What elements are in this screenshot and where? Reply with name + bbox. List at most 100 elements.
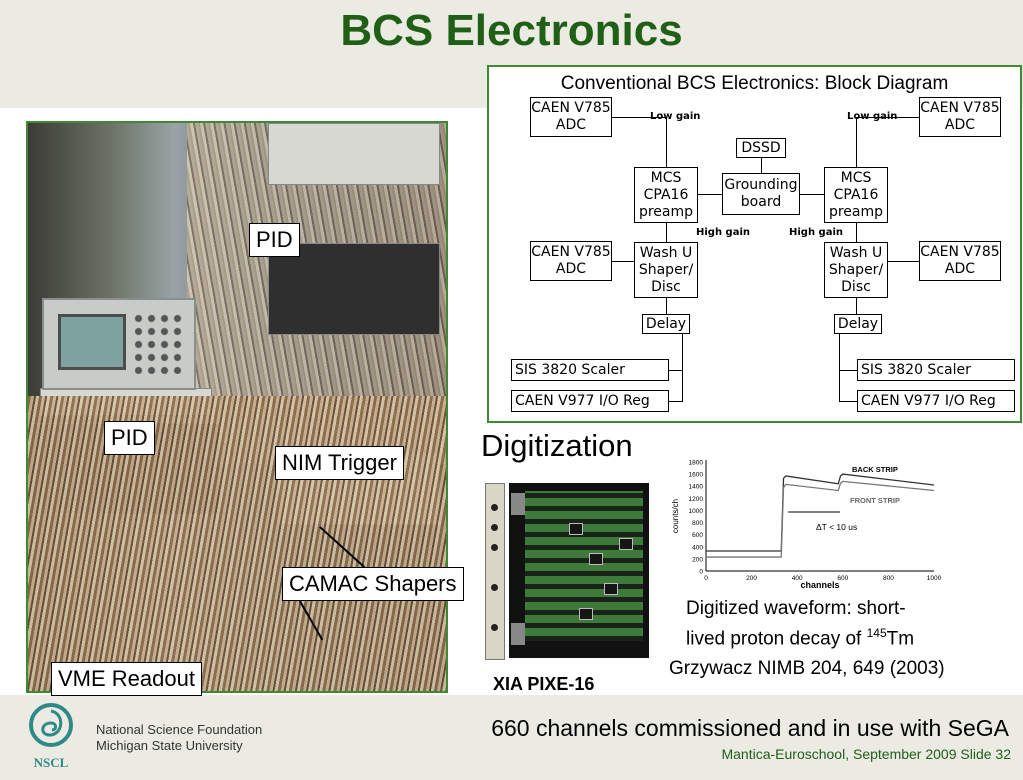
mcs-label: preamp <box>638 203 694 220</box>
x-tick-label: 200 <box>746 575 757 582</box>
shaper-label: Wash U <box>829 244 883 261</box>
crate <box>268 123 440 185</box>
label-camac-shapers: CAMAC Shapers <box>282 567 464 601</box>
caption-line-2: lived proton decay of 145Tm <box>686 621 914 651</box>
adc-label: ADC <box>555 261 587 277</box>
shaper-label: Shaper/ <box>828 261 884 278</box>
logo-swirl <box>41 709 63 737</box>
grounding-label: board <box>740 194 782 210</box>
connector-line <box>839 334 840 401</box>
adc-label: CAEN V785 <box>531 100 611 116</box>
chip <box>569 523 583 535</box>
footer-band <box>0 695 1023 780</box>
y-tick-label: 1000 <box>689 508 704 515</box>
board-connector <box>511 623 525 645</box>
connector-line <box>856 223 857 242</box>
led <box>491 544 498 551</box>
board-connector <box>511 493 525 515</box>
connector-line <box>839 370 857 371</box>
mcs-label: MCS <box>650 169 682 186</box>
card-front-panel <box>485 483 505 660</box>
org-line: National Science Foundation <box>96 722 263 737</box>
y-tick-label: 200 <box>692 556 703 563</box>
y-tick-label: 600 <box>692 532 703 539</box>
io-reg-box: CAEN V977 I/O Reg <box>857 390 1015 412</box>
scaler-box: SIS 3820 Scaler <box>511 359 669 381</box>
nscl-logo: NSCL <box>29 703 73 770</box>
connector-line <box>856 117 857 167</box>
y-tick-label: 800 <box>692 520 703 527</box>
series-group <box>706 473 935 558</box>
connector-line <box>856 117 919 118</box>
mcs-label: CPA16 <box>833 186 879 203</box>
chip <box>619 538 633 550</box>
chip <box>589 553 603 565</box>
chip <box>604 583 618 595</box>
oscilloscope-knobs <box>132 312 184 374</box>
series-label-front-strip: FRONT STRIP <box>850 496 900 505</box>
card-name: XIA PIXE-16 <box>493 674 595 694</box>
chart-axes <box>705 460 934 572</box>
adc-label: ADC <box>944 261 976 277</box>
y-tick-label: 1400 <box>689 484 704 491</box>
led <box>491 524 498 531</box>
block-diagram: Conventional BCS Electronics: Block Diag… <box>487 65 1022 423</box>
oscilloscope-screen <box>58 314 126 370</box>
io-reg-box: CAEN V977 I/O Reg <box>511 390 669 412</box>
logo-ring <box>29 703 73 747</box>
reference: Grzywacz NIMB 204, 649 (2003) <box>669 658 945 679</box>
shaper-label: Disc <box>651 278 681 295</box>
y-axis-label: counts/ch <box>671 499 680 533</box>
label-vme-readout: VME Readout <box>51 662 202 696</box>
mcs-label: MCS <box>840 169 872 186</box>
shaper-label: Wash U <box>639 244 693 261</box>
adc-label: CAEN V785 <box>920 244 1000 260</box>
x-tick-label: 0 <box>704 575 708 582</box>
caption-line-1: Digitized waveform: short- <box>686 598 906 619</box>
waveform-caption: Digitized waveform: short- lived proton … <box>686 596 914 651</box>
adc-label: CAEN V785 <box>920 100 1000 116</box>
shaper-label: Disc <box>841 278 871 295</box>
led <box>491 624 498 631</box>
delta-t-annotation: ΔT < 10 us <box>816 522 857 532</box>
org-line: Michigan State University <box>96 738 243 753</box>
low-gain-label: Low gain <box>847 111 897 122</box>
label-pid-left: PID <box>104 421 155 455</box>
low-gain-label: Low gain <box>650 111 701 122</box>
delay-box: Delay <box>834 314 882 334</box>
connector-line <box>666 223 667 242</box>
led <box>491 504 498 511</box>
connector-line <box>682 334 683 401</box>
adc-label: CAEN V785 <box>531 244 611 260</box>
cable-bundle-lower <box>28 395 446 691</box>
adc-label: ADC <box>944 117 976 133</box>
label-pid-top: PID <box>249 223 300 257</box>
crate <box>268 243 440 335</box>
mcs-label: CPA16 <box>643 186 689 203</box>
mcs-label: preamp <box>828 203 884 220</box>
caption-prefix: lived proton decay of <box>686 628 867 650</box>
series-line-front-strip <box>706 480 935 558</box>
series-label-back-strip: BACK STRIP <box>852 465 898 474</box>
footer-main-text: 660 channels commissioned and in use wit… <box>491 715 1009 741</box>
x-tick-label: 1000 <box>927 575 942 582</box>
y-tick-label: 1600 <box>689 472 704 479</box>
y-tick-label: 0 <box>699 569 703 576</box>
adc-label: ADC <box>555 117 587 133</box>
connector-line <box>839 401 857 402</box>
digitization-heading: Digitization <box>481 428 633 463</box>
series-line-back-strip <box>706 473 935 552</box>
connector-line <box>669 370 683 371</box>
oscilloscope <box>42 298 196 390</box>
x-tick-label: 800 <box>883 575 894 582</box>
organization-names: National Science Foundation Michigan Sta… <box>96 722 262 754</box>
x-tick-label: 600 <box>837 575 848 582</box>
high-gain-label: High gain <box>696 227 751 238</box>
diagram-title: Conventional BCS Electronics: Block Diag… <box>560 73 949 94</box>
